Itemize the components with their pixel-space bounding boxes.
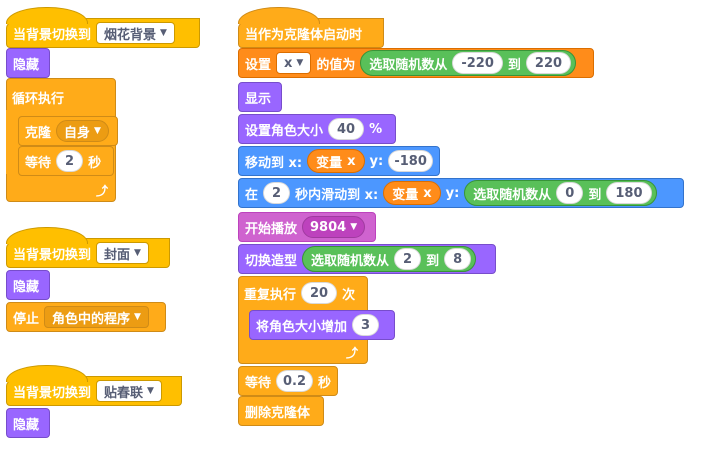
when-start-as-clone-hat[interactable]: 当作为克隆体启动时 — [238, 7, 384, 48]
create-clone-block[interactable]: 克隆 自身 ▼ — [18, 116, 118, 146]
caret-down-icon: ▼ — [94, 126, 101, 136]
repeat-label-row: 重复执行 20 次 — [238, 278, 366, 308]
backdrop-dropdown[interactable]: 贴春联 ▼ — [96, 380, 162, 402]
random-to-input[interactable]: 220 — [525, 52, 572, 74]
caret-down-icon: ▼ — [147, 386, 154, 396]
y-input[interactable]: -180 — [388, 150, 433, 172]
when-backdrop-switches-hat-1[interactable]: 当背景切换到 烟花背景 ▼ — [6, 7, 200, 48]
backdrop-dropdown[interactable]: 封面 ▼ — [96, 242, 149, 264]
when-backdrop-switches-hat-2[interactable]: 当背景切换到 封面 ▼ — [6, 227, 170, 268]
hide-block-2[interactable]: 隐藏 — [6, 270, 50, 300]
wait-seconds-input[interactable]: 0.2 — [276, 370, 313, 392]
random-to-input[interactable]: 180 — [606, 182, 652, 204]
wait-block-2[interactable]: 等待 0.2 秒 — [238, 366, 338, 396]
stop-option-dropdown[interactable]: 角色中的程序 ▼ — [44, 306, 149, 328]
stop-block[interactable]: 停止 角色中的程序 ▼ — [6, 302, 166, 332]
wait-block-1[interactable]: 等待 2 秒 — [18, 146, 114, 176]
sound-dropdown[interactable]: 9804 ▼ — [302, 216, 366, 238]
repeat-count-input[interactable]: 20 — [301, 282, 338, 304]
glide-block[interactable]: 在 2 秒内滑动到 x: 变量 x y: 选取随机数从 0 到 180 — [238, 178, 684, 208]
start-sound-block[interactable]: 开始播放 9804 ▼ — [238, 212, 376, 242]
random-from-input[interactable]: -220 — [452, 52, 503, 74]
when-backdrop-switches-hat-3[interactable]: 当背景切换到 贴春联 ▼ — [6, 365, 182, 406]
forever-arm — [6, 110, 18, 174]
random-reporter-2[interactable]: 选取随机数从 0 到 180 — [464, 180, 657, 206]
forever-label-row: 循环执行 — [12, 91, 65, 107]
change-size-block[interactable]: 将角色大小增加 3 — [249, 310, 395, 340]
variable-dropdown[interactable]: x ▼ — [276, 52, 312, 74]
glide-seconds-input[interactable]: 2 — [263, 182, 291, 204]
delete-clone-block[interactable]: 删除克隆体 — [238, 396, 324, 426]
set-variable-block[interactable]: 设置 x ▼ 的值为 选取随机数从 -220 到 220 — [238, 48, 594, 78]
caret-down-icon: ▼ — [134, 248, 141, 258]
variable-reporter-x[interactable]: 变量 x — [307, 149, 365, 173]
backdrop-dropdown[interactable]: 烟花背景 ▼ — [96, 22, 175, 44]
random-from-input[interactable]: 0 — [556, 182, 584, 204]
hide-block-1[interactable]: 隐藏 — [6, 48, 50, 78]
loop-arrow-icon: ⤴ — [346, 346, 359, 360]
caret-down-icon: ▼ — [160, 28, 167, 38]
switch-costume-block[interactable]: 切换造型 选取随机数从 2 到 8 — [238, 244, 496, 274]
clone-target-dropdown[interactable]: 自身 ▼ — [56, 120, 109, 142]
caret-down-icon: ▼ — [134, 312, 141, 322]
show-block[interactable]: 显示 — [238, 82, 282, 112]
random-reporter-3[interactable]: 选取随机数从 2 到 8 — [302, 246, 477, 272]
random-reporter-1[interactable]: 选取随机数从 -220 到 220 — [360, 50, 577, 76]
repeat-arm — [239, 306, 249, 342]
go-to-xy-block[interactable]: 移动到 x: 变量 x y: -180 — [238, 146, 440, 176]
size-input[interactable]: 40 — [328, 118, 365, 140]
random-from-input[interactable]: 2 — [394, 248, 422, 270]
wait-seconds-input[interactable]: 2 — [56, 150, 84, 172]
hide-block-3[interactable]: 隐藏 — [6, 408, 50, 438]
set-size-block[interactable]: 设置角色大小 40 % — [238, 114, 396, 144]
random-to-input[interactable]: 8 — [444, 248, 472, 270]
change-size-input[interactable]: 3 — [352, 314, 380, 336]
hat-label: 当背景切换到 — [13, 27, 92, 43]
caret-down-icon: ▼ — [350, 222, 358, 232]
variable-reporter-x[interactable]: 变量 x — [383, 181, 441, 205]
caret-down-icon: ▼ — [296, 58, 304, 68]
loop-arrow-icon: ⤴ — [96, 184, 109, 198]
